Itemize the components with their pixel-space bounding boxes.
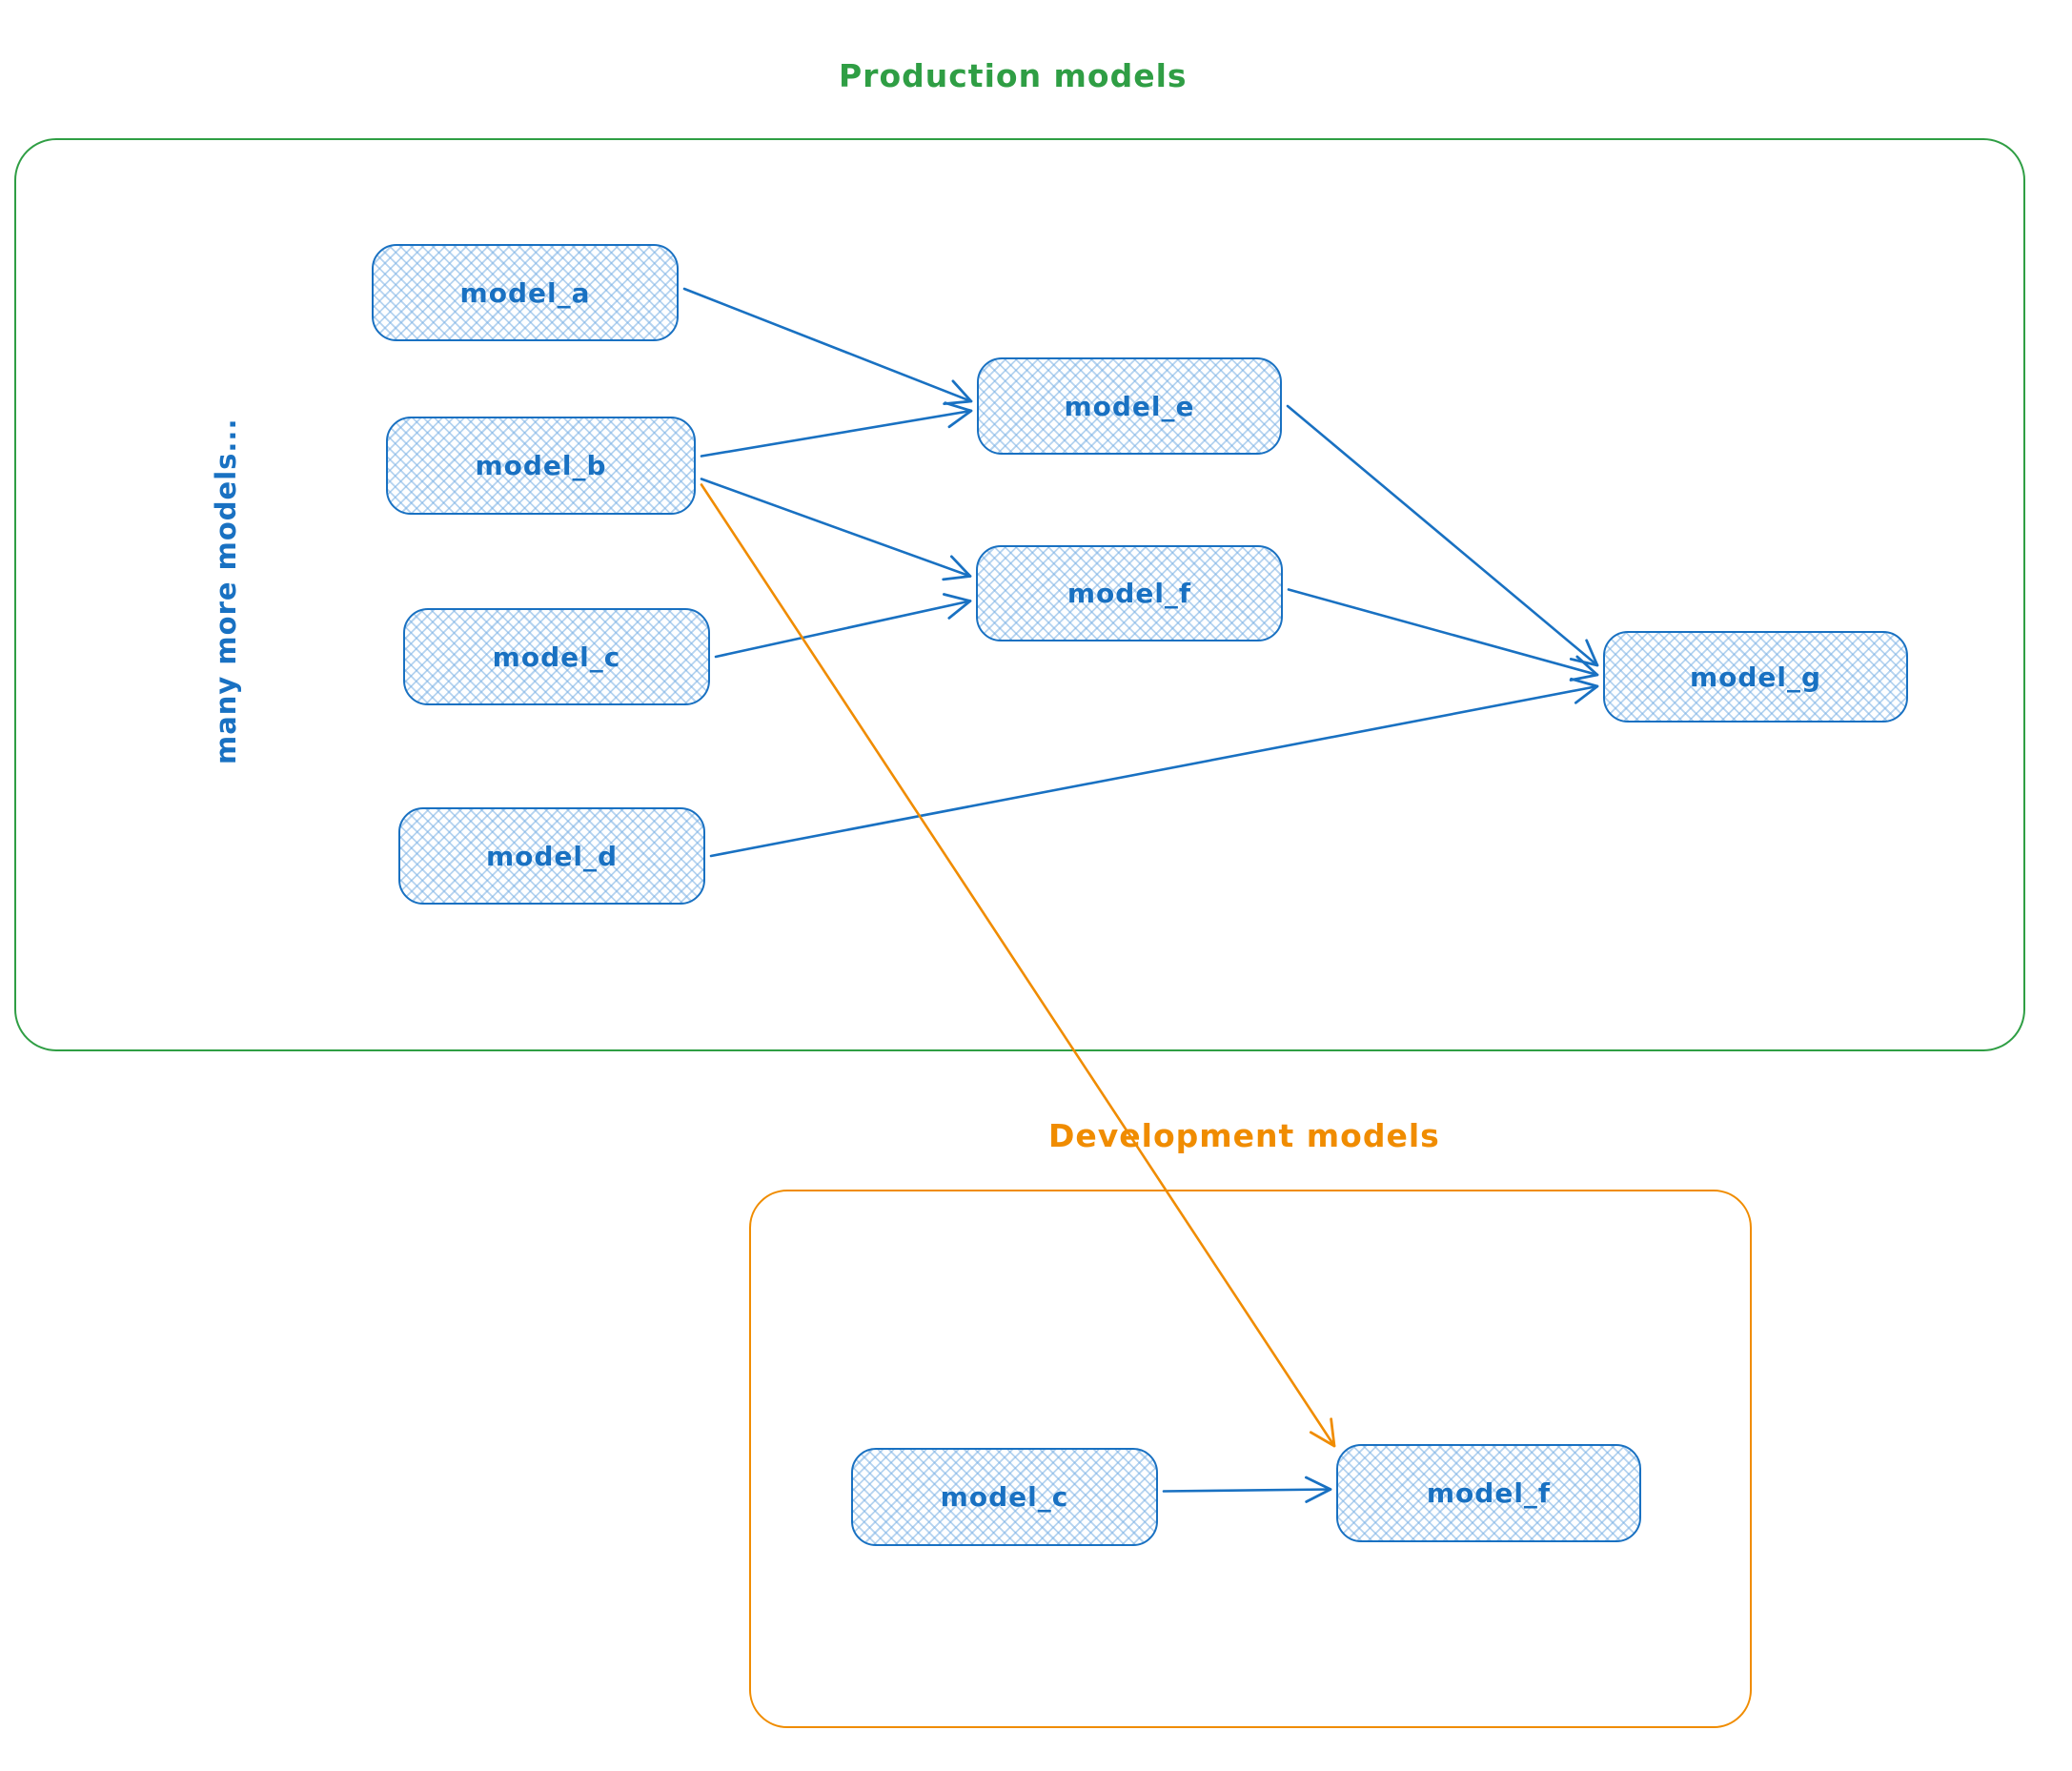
node-model-d-label: model_d: [485, 840, 619, 872]
node-model-g: model_g: [1603, 631, 1908, 723]
dev-node-model-f: model_f: [1336, 1444, 1641, 1542]
production-group-title: Production models: [839, 57, 1188, 94]
node-model-b: model_b: [386, 417, 696, 515]
node-model-d: model_d: [398, 807, 705, 905]
development-group-title: Development models: [1048, 1117, 1440, 1154]
dev-node-model-c: model_c: [851, 1448, 1158, 1546]
dev-node-model-f-label: model_f: [1426, 1477, 1552, 1509]
node-model-f: model_f: [976, 545, 1283, 641]
node-model-a-label: model_a: [459, 276, 591, 309]
node-model-c-label: model_c: [492, 641, 621, 673]
node-model-c: model_c: [403, 608, 710, 705]
node-model-e-label: model_e: [1064, 390, 1195, 422]
dev-node-model-c-label: model_c: [940, 1481, 1069, 1513]
many-more-models-label: many more models...: [210, 417, 242, 764]
node-model-g-label: model_g: [1689, 661, 1822, 693]
node-model-b-label: model_b: [475, 450, 607, 481]
node-model-a: model_a: [372, 244, 679, 341]
node-model-f-label: model_f: [1066, 578, 1192, 609]
node-model-e: model_e: [977, 357, 1282, 455]
